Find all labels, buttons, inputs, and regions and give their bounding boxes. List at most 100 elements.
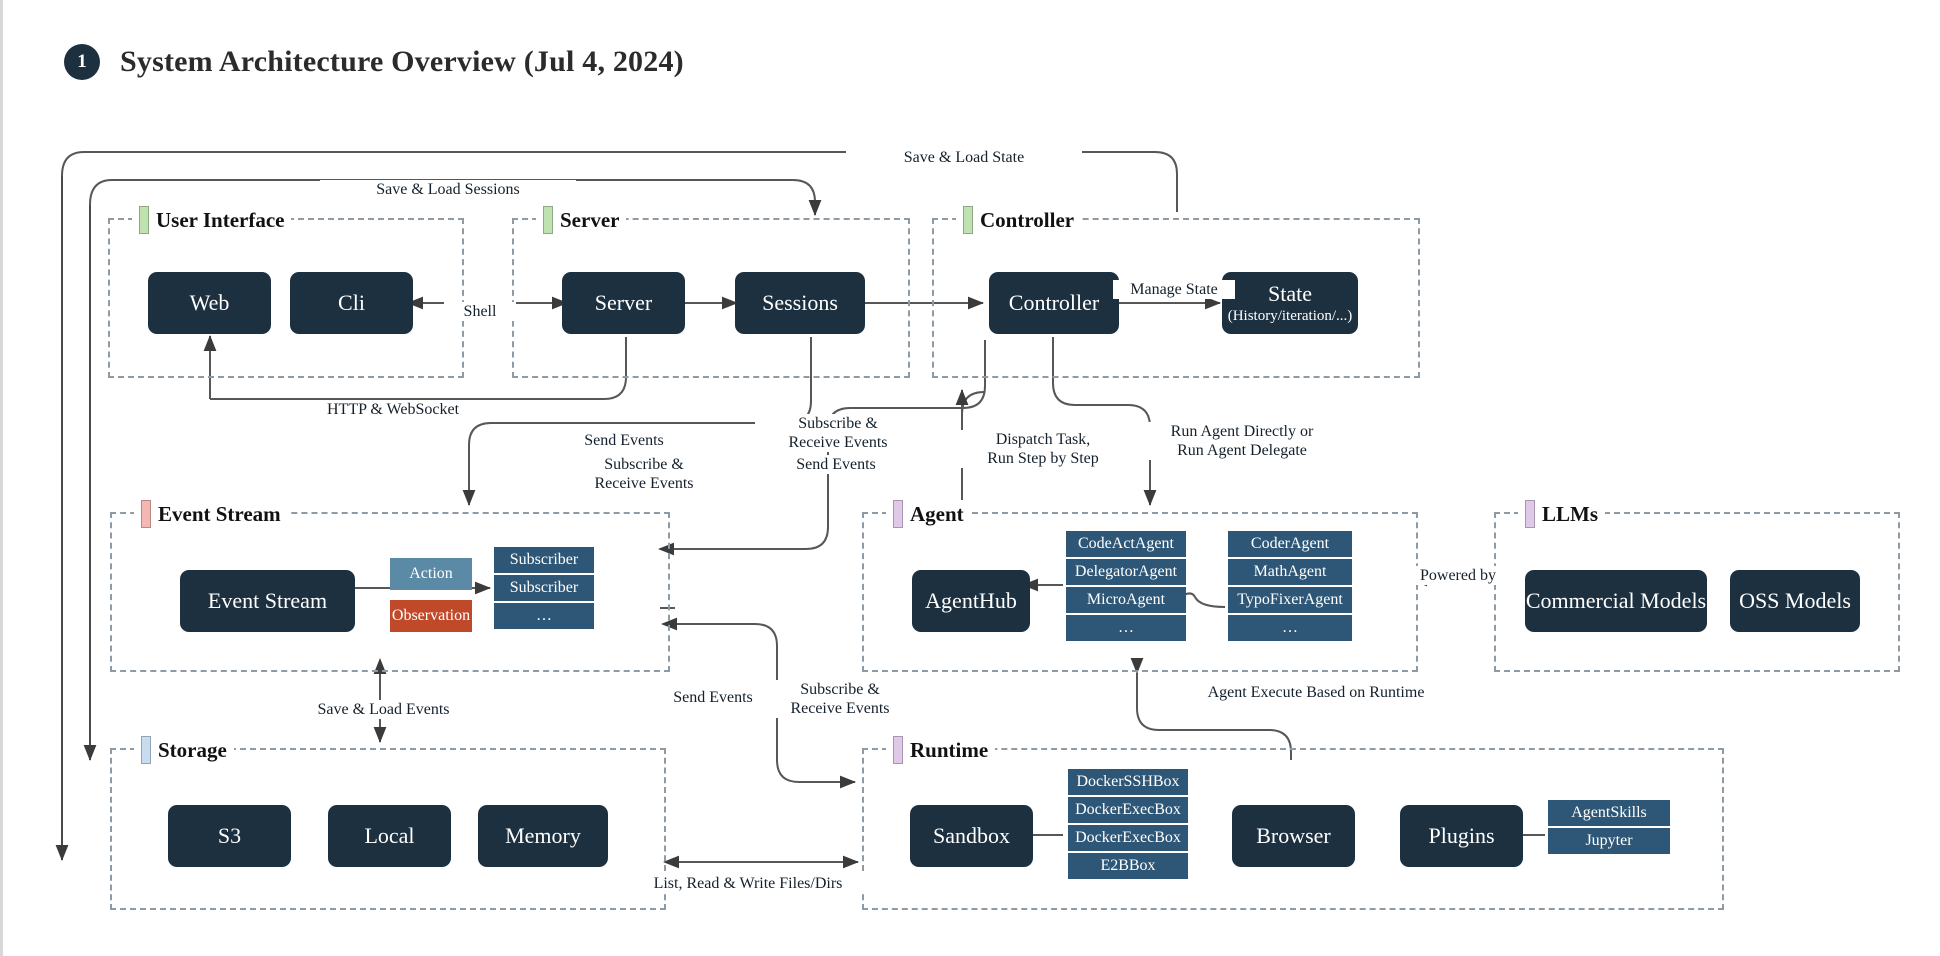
slide-number-badge: 1	[64, 44, 100, 80]
node-web[interactable]: Web	[148, 272, 271, 334]
edge-label-run-agent: Run Agent Directly or Run Agent Delegate	[1128, 422, 1356, 461]
node-plugins[interactable]: Plugins	[1400, 805, 1523, 867]
stack-item[interactable]: …	[494, 603, 594, 629]
group-label-agent: Agent	[910, 501, 964, 526]
group-color-bar-server	[543, 206, 553, 234]
group-color-bar-storage	[141, 736, 151, 764]
group-color-bar-agent	[893, 500, 903, 528]
node-agent-hub[interactable]: AgentHub	[912, 570, 1030, 632]
stack-agents-primary: CodeActAgent DelegatorAgent MicroAgent …	[1066, 531, 1186, 641]
stack-item[interactable]: CoderAgent	[1228, 531, 1352, 557]
node-cli-label: Cli	[338, 290, 365, 316]
group-label-user-interface: User Interface	[156, 207, 285, 232]
node-memory[interactable]: Memory	[478, 805, 608, 867]
group-label-storage: Storage	[158, 737, 227, 762]
stack-item[interactable]: DockerSSHBox	[1068, 769, 1188, 795]
stack-item[interactable]: MathAgent	[1228, 559, 1352, 585]
stack-item[interactable]: MicroAgent	[1066, 587, 1186, 613]
stack-item[interactable]: AgentSkills	[1548, 800, 1670, 826]
stack-sandboxes: DockerSSHBox DockerExecBox DockerExecBox…	[1068, 769, 1188, 879]
node-s3-label: S3	[217, 823, 242, 849]
stack-plugin-items: AgentSkills Jupyter	[1548, 800, 1670, 854]
node-controller[interactable]: Controller	[989, 272, 1119, 334]
stack-item[interactable]: TypoFixerAgent	[1228, 587, 1352, 613]
edge-label-subscribe-receive-3: Subscribe & Receive Events	[762, 680, 918, 719]
page-title: System Architecture Overview (Jul 4, 202…	[120, 45, 684, 78]
node-web-label: Web	[189, 290, 230, 316]
edge-label-manage-state: Manage State	[1113, 280, 1235, 300]
node-sessions-label: Sessions	[762, 290, 838, 316]
stack-item[interactable]: Jupyter	[1548, 828, 1670, 854]
node-browser[interactable]: Browser	[1232, 805, 1355, 867]
stack-item[interactable]: …	[1066, 615, 1186, 641]
group-event-stream: Event Stream	[110, 500, 670, 672]
tag-action: Action	[390, 558, 472, 590]
edge-label-save-load-state: Save & Load State	[846, 148, 1082, 168]
group-color-bar-event-stream	[141, 500, 151, 528]
stack-item[interactable]: Subscriber	[494, 575, 594, 601]
group-label-server: Server	[560, 207, 620, 232]
node-oss-models-label: OSS Models	[1739, 588, 1851, 614]
node-memory-label: Memory	[505, 823, 581, 849]
stack-item[interactable]: …	[1228, 615, 1352, 641]
edge-label-list-read-write: List, Read & Write Files/Dirs	[630, 874, 866, 894]
tag-observation: Observation	[390, 600, 472, 632]
node-browser-label: Browser	[1256, 823, 1331, 849]
node-state-sublabel: (History/iteration/...)	[1227, 307, 1353, 324]
edge-label-shell: Shell	[444, 302, 516, 322]
edge-label-dispatch-task: Dispatch Task, Run Step by Step	[955, 430, 1131, 469]
edge-label-send-events-1: Send Events	[561, 431, 687, 451]
group-label-runtime: Runtime	[910, 737, 989, 762]
node-cli[interactable]: Cli	[290, 272, 413, 334]
stack-item[interactable]: Subscriber	[494, 547, 594, 573]
edge-label-save-load-sessions: Save & Load Sessions	[320, 180, 576, 200]
node-sandbox-label: Sandbox	[933, 823, 1010, 849]
group-runtime: Runtime	[862, 736, 1724, 910]
edge-label-save-load-events: Save & Load Events	[278, 700, 489, 720]
node-server[interactable]: Server	[562, 272, 685, 334]
stack-item[interactable]: DockerExecBox	[1068, 825, 1188, 851]
stack-item[interactable]: CodeActAgent	[1066, 531, 1186, 557]
group-label-event-stream: Event Stream	[158, 501, 281, 526]
stack-item[interactable]: DockerExecBox	[1068, 797, 1188, 823]
node-event-stream-label: Event Stream	[207, 588, 328, 614]
node-event-stream[interactable]: Event Stream	[180, 570, 355, 632]
node-controller-label: Controller	[1008, 290, 1100, 316]
group-server: Server	[512, 206, 910, 378]
node-server-label: Server	[594, 290, 653, 316]
edge-label-agent-execute: Agent Execute Based on Runtime	[1148, 683, 1484, 703]
group-color-bar-runtime	[893, 736, 903, 764]
group-label-llms: LLMs	[1542, 501, 1599, 526]
node-commercial-models-label: Commercial Models	[1525, 588, 1707, 614]
group-controller: Controller	[932, 206, 1420, 378]
stack-agents-secondary: CoderAgent MathAgent TypoFixerAgent …	[1228, 531, 1352, 641]
edge-label-http-websocket: HTTP & WebSocket	[300, 400, 486, 420]
node-sessions[interactable]: Sessions	[735, 272, 865, 334]
edge-label-subscribe-receive-2: Subscribe & Receive Events	[755, 414, 921, 453]
page-left-rule	[0, 0, 3, 956]
stack-item[interactable]: E2BBox	[1068, 853, 1188, 879]
node-plugins-label: Plugins	[1428, 823, 1495, 849]
edge-label-subscribe-receive-1: Subscribe & Receive Events	[566, 455, 722, 494]
group-color-bar-controller	[963, 206, 973, 234]
group-color-bar-user-interface	[139, 206, 149, 234]
node-state[interactable]: State (History/iteration/...)	[1222, 272, 1358, 334]
page-header: 1 System Architecture Overview (Jul 4, 2…	[64, 44, 684, 80]
node-agent-hub-label: AgentHub	[925, 588, 1017, 614]
stack-item[interactable]: DelegatorAgent	[1066, 559, 1186, 585]
stack-subscribers: Subscriber Subscriber …	[494, 547, 594, 629]
group-label-controller: Controller	[980, 207, 1075, 232]
group-storage: Storage	[110, 736, 666, 910]
node-sandbox[interactable]: Sandbox	[910, 805, 1033, 867]
group-llms: LLMs	[1494, 500, 1900, 672]
edge-label-send-events-2: Send Events	[773, 455, 899, 475]
node-state-label: State	[1268, 281, 1312, 307]
node-local-label: Local	[364, 823, 415, 849]
edge-label-powered-by: Powered by	[1405, 566, 1511, 586]
node-oss-models[interactable]: OSS Models	[1730, 570, 1860, 632]
node-s3[interactable]: S3	[168, 805, 291, 867]
group-user-interface: User Interface	[108, 206, 464, 378]
node-commercial-models[interactable]: Commercial Models	[1525, 570, 1707, 632]
node-local[interactable]: Local	[328, 805, 451, 867]
